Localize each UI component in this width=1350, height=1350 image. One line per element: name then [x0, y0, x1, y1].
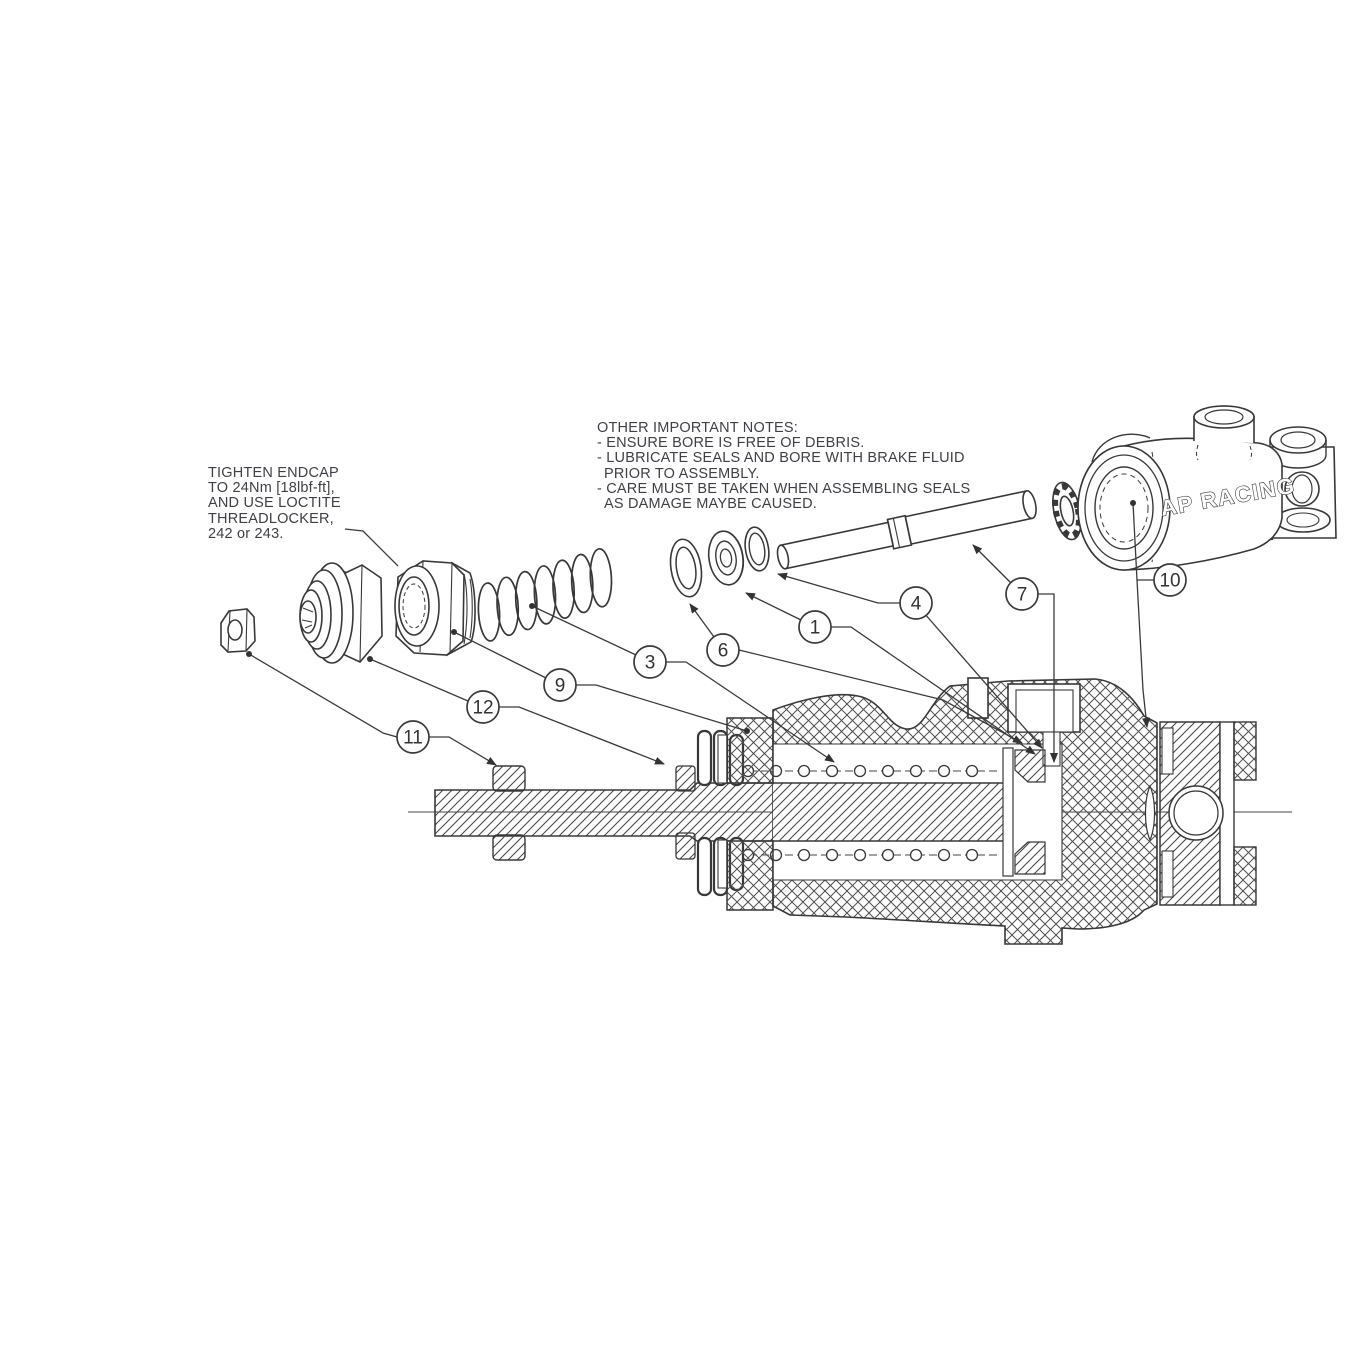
- callout-3: 3: [633, 645, 667, 679]
- torque-note-line: TIGHTEN ENDCAP: [208, 465, 339, 481]
- bore-wall: [773, 743, 1063, 881]
- o-ring-part: [744, 526, 770, 572]
- leader-11-section: [429, 736, 497, 766]
- spherical-seat: [1144, 784, 1156, 842]
- notes-line: - ENSURE BORE IS FREE OF DEBRIS.: [597, 435, 865, 452]
- torque-note: TIGHTEN ENDCAP TO 24Nm [18lbf-ft], AND U…: [208, 465, 341, 542]
- callout-11-number: 11: [403, 728, 423, 749]
- notes-line: - LUBRICATE SEALS AND BORE WITH BRAKE FL…: [597, 450, 965, 467]
- spring-part: [477, 547, 613, 642]
- callout-9: 9: [543, 668, 577, 702]
- callout-10: 10: [1153, 563, 1187, 597]
- cup-seal-part: [707, 530, 745, 586]
- leader-9-section: [576, 684, 748, 732]
- leader-9-part: [453, 631, 547, 679]
- callout-12-number: 12: [472, 698, 493, 719]
- leader-3-part: [531, 605, 637, 656]
- clevis-hole: [1168, 785, 1224, 841]
- leader-10-section: [1136, 579, 1151, 728]
- piston-washer: [1002, 747, 1014, 877]
- pin-boss-bottom: [492, 834, 526, 861]
- notes-line: - CARE MUST BE TAKEN WHEN ASSEMBLING SEA…: [597, 480, 971, 497]
- pushrod-part: [776, 489, 1037, 570]
- leader-7-part: [972, 544, 1012, 584]
- torque-note-line: 242 or 243.: [208, 525, 284, 542]
- leader-3-section: [666, 661, 835, 763]
- torque-note-line: TO 24Nm [18lbf-ft],: [208, 480, 335, 497]
- notes-line: AS DAMAGE MAYBE CAUSED.: [604, 496, 818, 513]
- leader-4-part: [777, 572, 900, 604]
- body-bore-opening: [1077, 445, 1171, 571]
- endcap-part: [394, 560, 476, 657]
- leader-11-part: [248, 653, 398, 738]
- leader-6-part: [689, 603, 715, 638]
- callout-1-number: 1: [810, 618, 821, 639]
- callout-12: 12: [466, 690, 500, 724]
- seal-groove-bottom: [1014, 841, 1046, 875]
- body-rim-lip: [1091, 433, 1151, 463]
- boot-clamp-bottom: [675, 832, 696, 860]
- leader-4-section: [923, 612, 1043, 749]
- boot-lip-bottom: [717, 839, 728, 889]
- callout-7: 7: [1005, 577, 1039, 611]
- seal-groove-top: [1014, 749, 1046, 783]
- callout-7-number: 7: [1017, 585, 1028, 606]
- leader-1-part: [745, 592, 802, 621]
- callout-10-number: 10: [1159, 571, 1180, 592]
- callout-1: 1: [798, 610, 832, 644]
- callout-6: 6: [706, 633, 740, 667]
- leader-6-section: [738, 649, 1023, 744]
- callout-11: 11: [396, 720, 430, 754]
- section-endcap-top: [726, 717, 774, 784]
- callout-9-number: 9: [555, 676, 566, 697]
- callout-3-number: 3: [645, 653, 656, 674]
- leader-1-section: [831, 626, 1036, 755]
- callout-4: 4: [899, 586, 933, 620]
- torque-note-line: THREADLOCKER,: [208, 510, 334, 527]
- callout-4-number: 4: [911, 594, 922, 615]
- cylinder-body-part: AP RACING: [1077, 405, 1337, 571]
- notes-heading: OTHER IMPORTANT NOTES:: [597, 420, 798, 436]
- important-notes: OTHER IMPORTANT NOTES: - ENSURE BORE IS …: [597, 420, 971, 513]
- pin-boss-top: [492, 765, 526, 792]
- section-endcap-bottom: [726, 840, 774, 911]
- compensation-port: [967, 677, 989, 719]
- leader-12-section: [499, 706, 665, 765]
- leader-lines: [246, 500, 1154, 766]
- boot-clamp-top: [675, 765, 696, 792]
- callout-6-number: 6: [718, 641, 729, 662]
- reservoir-port-inner: [1015, 689, 1074, 733]
- torque-note-line: AND USE LOCTITE: [208, 495, 341, 512]
- section-clevis: [1144, 721, 1257, 906]
- leader-12-part: [369, 658, 469, 702]
- body-clevis-end: [1265, 426, 1337, 539]
- notes-line: PRIOR TO ASSEMBLY.: [604, 465, 760, 482]
- cross-section-view: [408, 677, 1292, 945]
- torque-note-leader: [344, 528, 399, 567]
- hidden-line: [1196, 444, 1252, 461]
- boot-retainer-part: [299, 562, 383, 664]
- boot-lip-top: [717, 734, 728, 784]
- hex-nut-part: [220, 608, 256, 653]
- seal-ring-part: [669, 538, 703, 598]
- leader-7-section: [1038, 593, 1058, 763]
- leader-dots: [246, 500, 1136, 734]
